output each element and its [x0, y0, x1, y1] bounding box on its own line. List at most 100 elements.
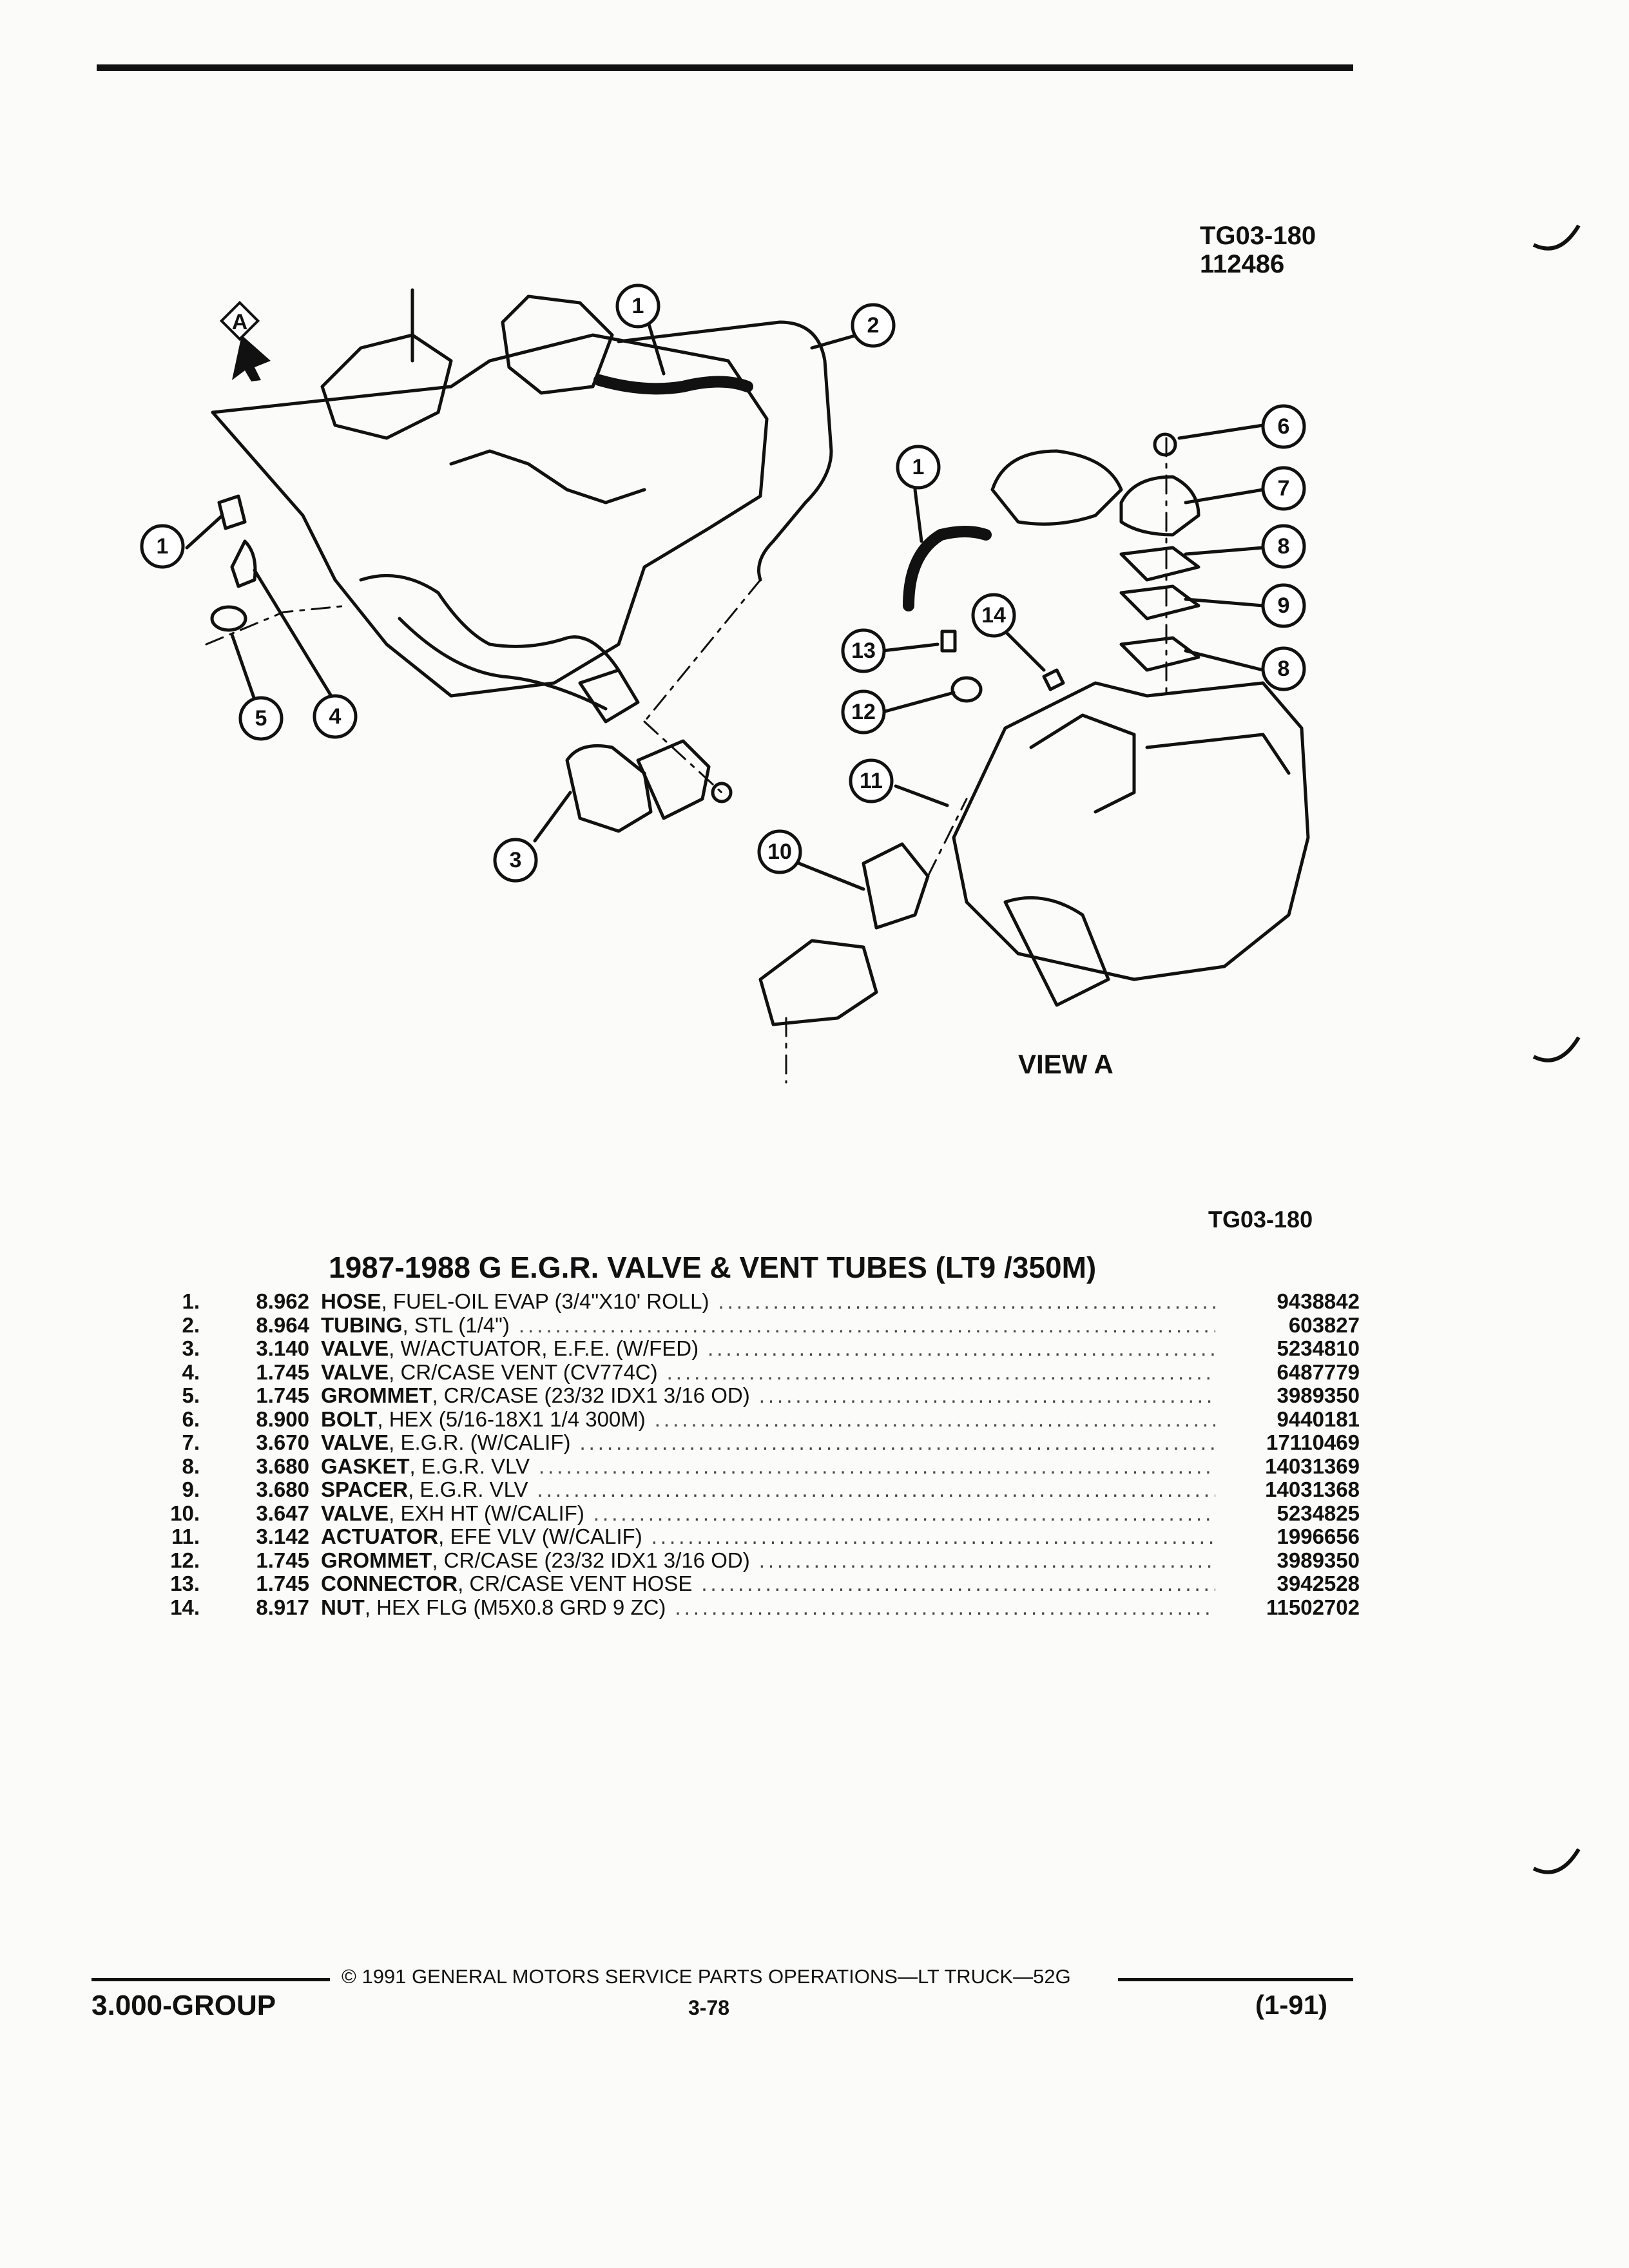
part-description: , EFE VLV (W/CALIF)	[438, 1524, 642, 1548]
part-index: 13.	[170, 1571, 200, 1595]
exhaust-outlet	[758, 939, 878, 1026]
callout-9: 9	[1261, 583, 1306, 628]
svg-text:10: 10	[767, 840, 792, 864]
view-marker-arrow: A	[219, 300, 271, 381]
exhaust-pipe	[398, 617, 608, 711]
part-index: 8.	[182, 1454, 200, 1478]
callout-11: 11	[849, 758, 894, 803]
part-description: , STL (1/4")	[402, 1312, 510, 1337]
group-number: 1.745	[256, 1360, 309, 1384]
part-number: 3989350	[1277, 1383, 1360, 1407]
callout-8-upper: 8	[1261, 524, 1306, 569]
part-index: 9.	[182, 1477, 200, 1501]
leader-dots	[655, 1408, 1215, 1432]
table-row: 9. 3.680 SPACER, E.G.R. VLV 14031368	[155, 1477, 1360, 1502]
figure-code: TG03-180	[1200, 222, 1316, 250]
part-description: , E.G.R. VLV	[408, 1477, 528, 1501]
part-description: , CR/CASE (23/32 IDX1 3/16 OD)	[432, 1548, 750, 1572]
efe-valve-plate	[636, 739, 711, 820]
part-index: 5.	[182, 1383, 200, 1407]
part-name: GASKET	[321, 1454, 410, 1478]
vent-hose-connector	[940, 629, 957, 653]
leader-dots	[708, 1337, 1215, 1361]
revision-date: (1-91)	[1255, 1990, 1328, 2020]
part-name: SPACER	[321, 1477, 409, 1501]
part-index: 12.	[170, 1548, 200, 1572]
svg-text:7: 7	[1278, 476, 1290, 501]
leader-dots	[593, 1502, 1215, 1526]
evap-hose-right	[903, 526, 992, 611]
callout-3: 3	[493, 838, 538, 883]
section-group: 3.000-GROUP	[92, 1990, 276, 2021]
vent-hose-end	[217, 494, 247, 530]
egr-gasket-upper	[1119, 546, 1200, 582]
leader-dots	[667, 1361, 1215, 1385]
part-index: 4.	[182, 1360, 200, 1384]
part-description: , E.G.R. VLV	[409, 1454, 530, 1478]
leader-dots	[759, 1384, 1215, 1408]
part-index: 1.	[182, 1289, 200, 1313]
svg-text:8: 8	[1278, 534, 1290, 559]
rocker-cover-edge	[449, 449, 646, 505]
efe-valve-nut	[711, 782, 733, 803]
leader-dots	[675, 1596, 1215, 1620]
part-number: 5234810	[1277, 1336, 1360, 1360]
leader-dots	[759, 1549, 1215, 1573]
svg-text:1: 1	[157, 534, 169, 559]
leader-dots	[651, 1525, 1215, 1549]
egr-spacer	[1119, 584, 1200, 620]
callout-12: 12	[841, 689, 886, 735]
part-number: 14031368	[1265, 1477, 1360, 1501]
svg-text:1: 1	[912, 455, 925, 479]
svg-text:9: 9	[1278, 593, 1290, 618]
part-number: 1996656	[1277, 1524, 1360, 1548]
air-cleaner-dome	[990, 449, 1123, 526]
group-number: 8.917	[256, 1595, 309, 1619]
svg-text:1: 1	[632, 294, 644, 318]
callout-1-right: 1	[896, 445, 941, 490]
figure-reference: TG03-180	[1208, 1206, 1313, 1233]
svg-text:5: 5	[255, 706, 267, 731]
svg-text:11: 11	[860, 769, 883, 793]
part-number: 14031369	[1265, 1454, 1360, 1478]
part-description: , HEX FLG (M5X0.8 GRD 9 ZC)	[364, 1595, 666, 1619]
part-name: GROMMET	[321, 1548, 432, 1572]
callout-2: 2	[851, 303, 896, 348]
table-row: 5. 1.745 GROMMET, CR/CASE (23/32 IDX1 3/16…	[155, 1383, 1360, 1408]
part-description: , EXH HT (W/CALIF)	[389, 1501, 584, 1525]
group-number: 3.670	[256, 1430, 309, 1454]
group-number: 8.962	[256, 1289, 309, 1313]
vent-tube	[617, 320, 833, 582]
egr-valve	[1119, 475, 1200, 537]
air-cleaner-stub	[501, 294, 614, 395]
part-description: , E.G.R. (W/CALIF)	[389, 1430, 571, 1454]
part-name: BOLT	[321, 1407, 378, 1431]
part-name: NUT	[321, 1595, 365, 1619]
engine-block-outline	[211, 333, 769, 698]
leader-dots	[519, 1314, 1215, 1338]
binder-marks	[1532, 224, 1581, 1874]
part-index: 3.	[182, 1336, 200, 1360]
view-marker-letter: A	[232, 310, 248, 334]
part-name: HOSE	[321, 1289, 381, 1313]
exhaust-manifold	[359, 573, 621, 672]
header-rule	[97, 64, 1353, 71]
part-description: , CR/CASE (23/32 IDX1 3/16 OD)	[432, 1383, 750, 1407]
svg-text:3: 3	[510, 848, 522, 872]
egr-bolt	[1153, 432, 1177, 457]
svg-text:6: 6	[1278, 414, 1290, 439]
copyright-line: © 1991 GENERAL MOTORS SERVICE PARTS OPER…	[342, 1965, 1071, 1988]
group-number: 3.142	[256, 1524, 309, 1548]
group-number: 1.745	[256, 1383, 309, 1407]
part-name: GROMMET	[321, 1383, 432, 1407]
svg-text:14: 14	[981, 603, 1006, 628]
part-number: 3989350	[1277, 1548, 1360, 1572]
exhaust-flange	[578, 668, 640, 724]
group-number: 3.680	[256, 1477, 309, 1501]
part-description: , CR/CASE VENT (CV774C)	[389, 1360, 658, 1384]
